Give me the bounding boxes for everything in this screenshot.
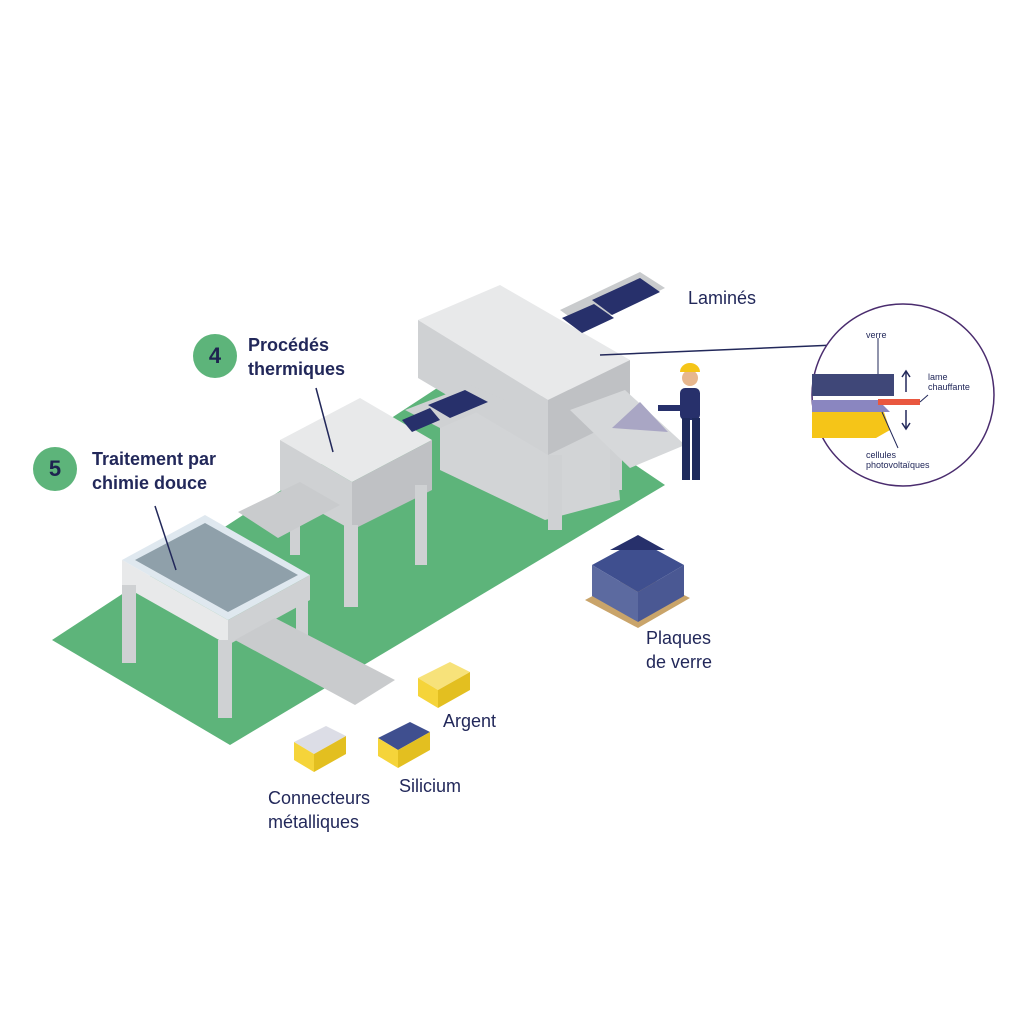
layer-verre <box>812 374 894 396</box>
solar-panel-top <box>592 278 660 315</box>
inset-label-verre: verre <box>866 330 887 340</box>
label-connecteurs: Connecteurs métalliques <box>268 788 371 832</box>
step-badge-4: 4 <box>193 334 237 378</box>
leader-line-4 <box>315 387 334 453</box>
inset-label-cellules: cellules photovoltaïques <box>866 450 930 470</box>
layer-yellow <box>812 412 890 438</box>
step-label-4: Procédés thermiques <box>248 335 346 379</box>
label-argent: Argent <box>443 711 497 731</box>
bin-connecteurs <box>294 726 346 772</box>
solar-panel-top-2 <box>562 304 614 333</box>
leader-line-5 <box>154 505 177 571</box>
inset-label-lame: lame chauffante <box>928 372 970 392</box>
step-label-5: Traitement par chimie douce <box>92 449 217 493</box>
worker <box>658 363 700 480</box>
step-badge-5: 5 <box>33 447 77 491</box>
layer-cells <box>812 400 890 412</box>
laminate-machine <box>405 272 685 530</box>
label-silicium: Silicium <box>399 776 462 796</box>
thermal-machine <box>238 398 440 607</box>
leader-line-lamines <box>599 344 836 356</box>
label-plaques: Plaques de verre <box>646 628 713 672</box>
label-lamines: Laminés <box>688 288 757 308</box>
inset-detail <box>811 303 995 487</box>
glass-plates-stack <box>585 535 690 628</box>
bin-argent <box>418 662 470 708</box>
layer-heating-blade <box>878 399 920 405</box>
bin-silicium <box>378 722 430 768</box>
chemical-bath <box>122 515 395 718</box>
